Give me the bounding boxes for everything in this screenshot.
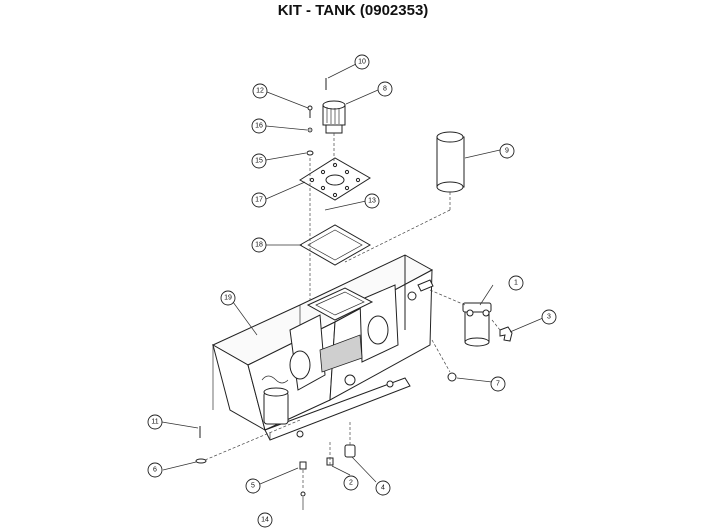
svg-text:19: 19 (224, 295, 232, 302)
external-filter (462, 302, 492, 347)
svg-text:4: 4 (381, 485, 385, 492)
svg-text:3: 3 (547, 314, 551, 321)
breather-cap (322, 100, 346, 134)
callout-6: 6 (147, 462, 163, 478)
filter-cartridge (436, 131, 465, 193)
callout-17: 17 (251, 192, 267, 208)
svg-text:14: 14 (261, 517, 269, 524)
assembly-lines (204, 133, 501, 490)
gasket (298, 224, 372, 266)
svg-text:2: 2 (349, 480, 353, 487)
callout-9: 9 (499, 143, 515, 159)
svg-text:17: 17 (255, 197, 263, 204)
svg-text:18: 18 (255, 242, 263, 249)
page-title: KIT - TANK (0902353) (277, 2, 429, 19)
lid-plate (299, 157, 371, 201)
svg-text:6: 6 (153, 467, 157, 474)
leader-lines (161, 63, 544, 510)
callout-12: 12 (252, 83, 268, 99)
callout-3: 3 (541, 309, 557, 325)
svg-text:10: 10 (358, 59, 366, 66)
svg-text:12: 12 (256, 88, 264, 95)
svg-text:1: 1 (514, 280, 518, 287)
callout-11: 11 (147, 414, 163, 430)
callout-18: 18 (251, 237, 267, 253)
svg-text:5: 5 (251, 483, 255, 490)
callout-1: 1 (508, 275, 524, 291)
callout-7: 7 (490, 376, 506, 392)
callout-10: 10 (354, 54, 370, 70)
svg-text:9: 9 (505, 148, 509, 155)
svg-text:15: 15 (255, 158, 263, 165)
small-fittings (195, 78, 457, 497)
callout-14: 14 (257, 512, 273, 528)
callout-4: 4 (375, 480, 391, 496)
callout-8: 8 (377, 81, 393, 97)
svg-text:11: 11 (151, 419, 158, 426)
tank-body (211, 254, 434, 441)
callout-15: 15 (251, 153, 267, 169)
callout-13: 13 (364, 193, 380, 209)
elbow-fitting (499, 326, 513, 342)
svg-text:8: 8 (383, 86, 387, 93)
callout-2: 2 (343, 475, 359, 491)
callout-5: 5 (245, 478, 261, 494)
callout-19: 19 (220, 290, 236, 306)
callout-16: 16 (251, 118, 267, 134)
svg-text:13: 13 (368, 198, 376, 205)
svg-text:7: 7 (496, 381, 500, 388)
svg-text:16: 16 (255, 123, 263, 130)
